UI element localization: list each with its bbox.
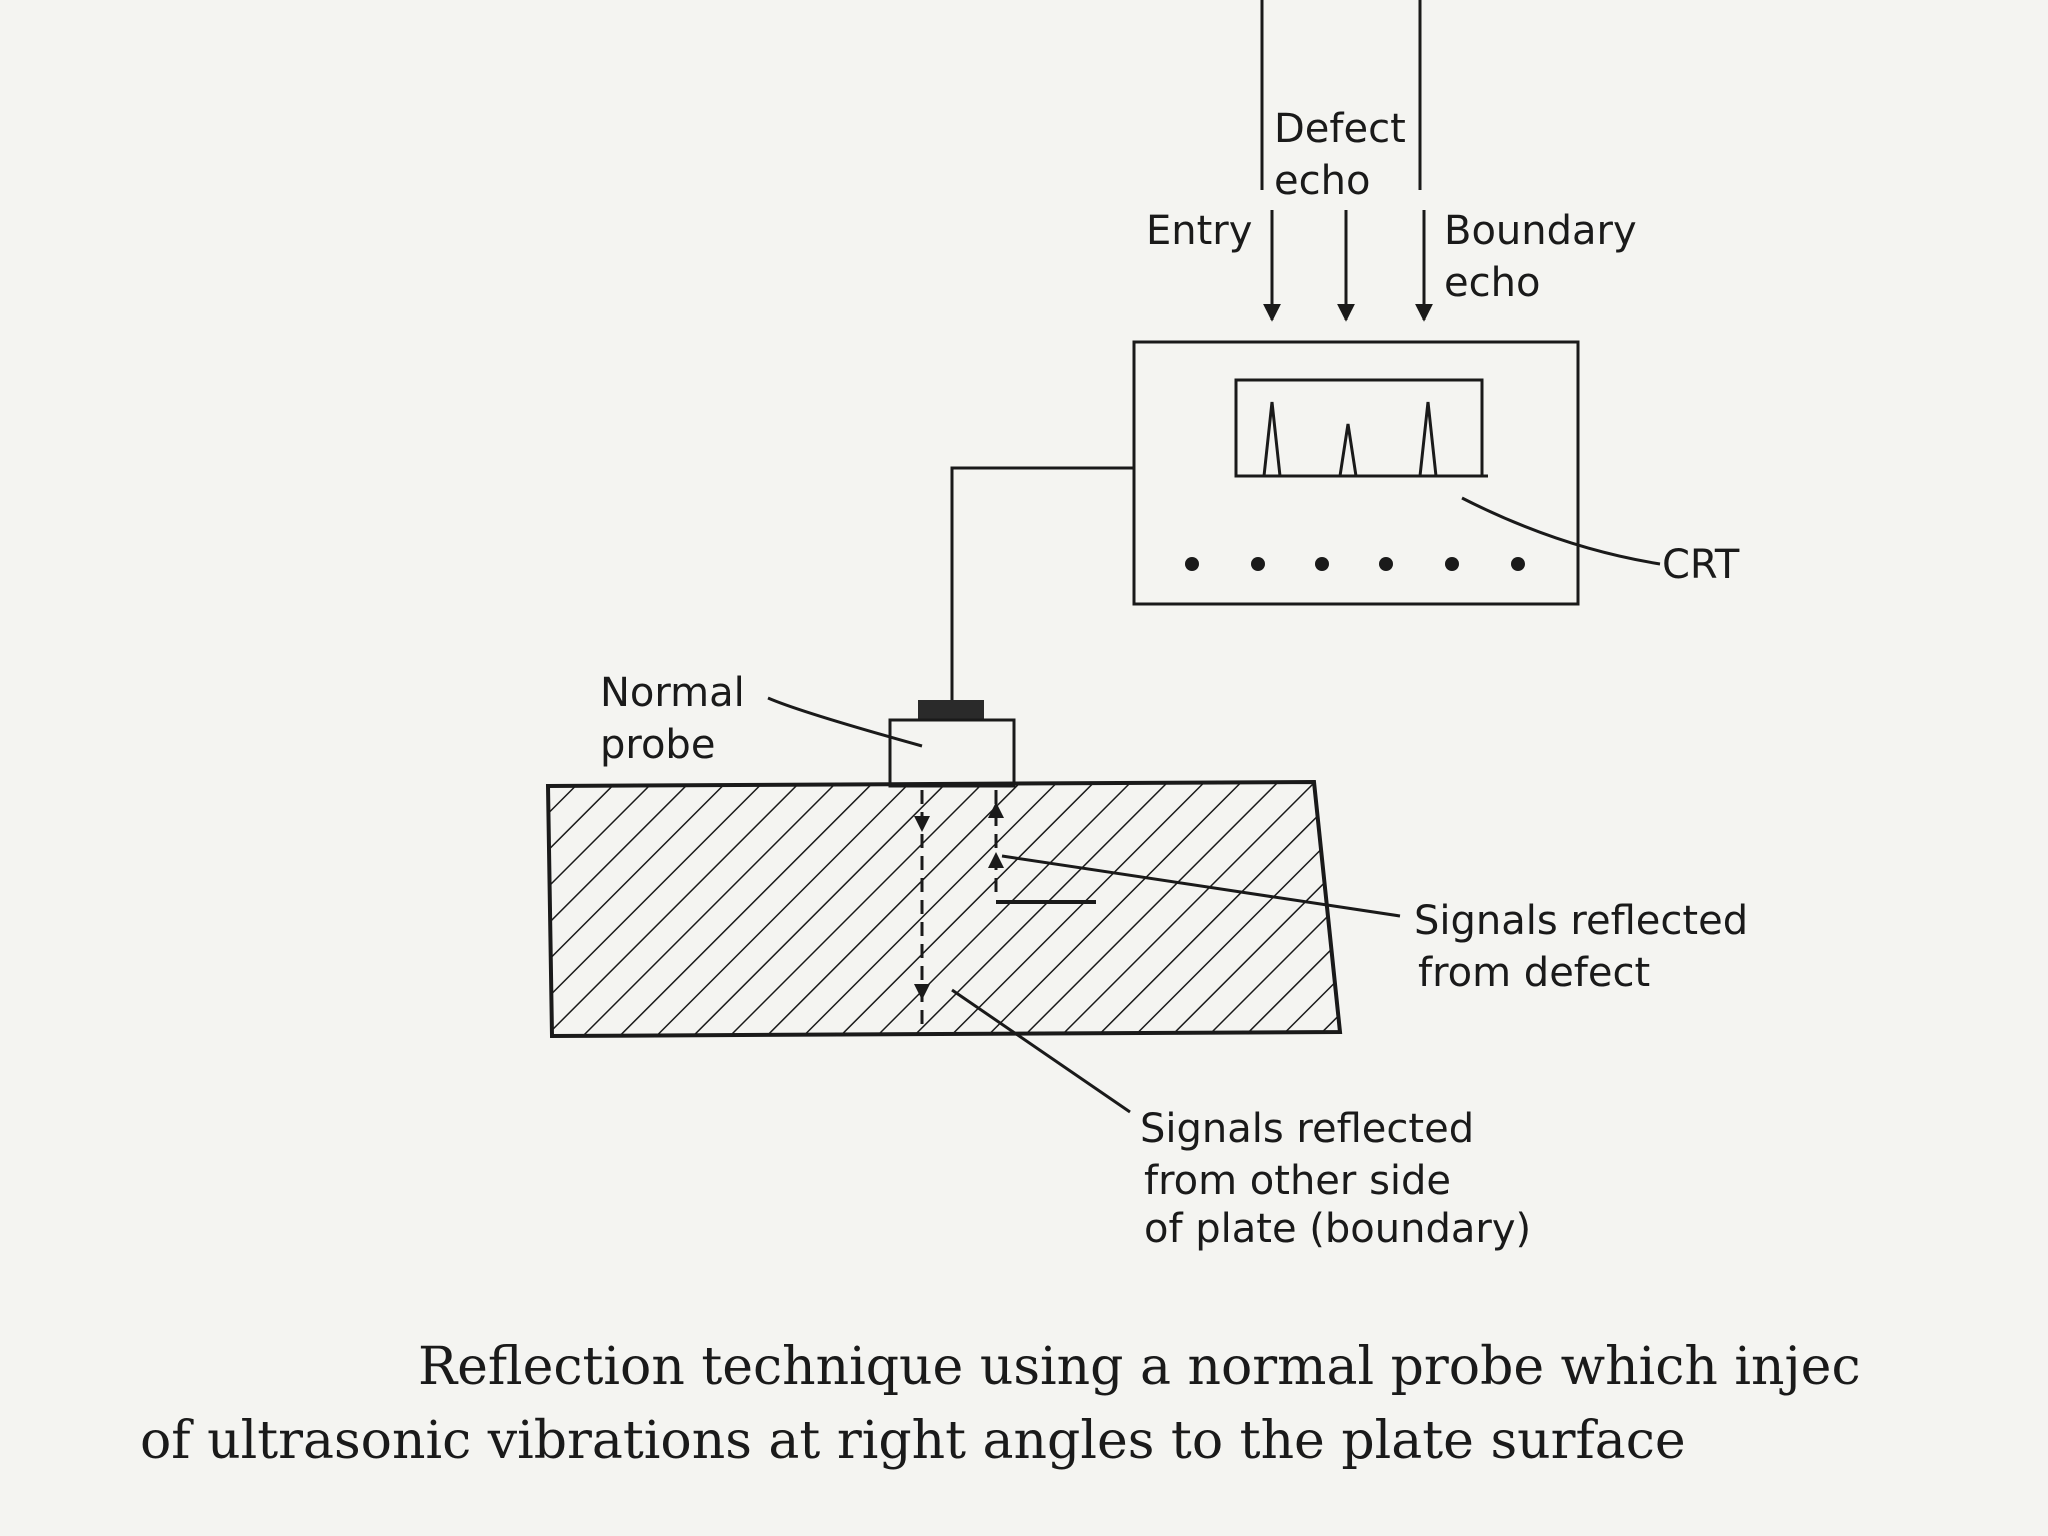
label-boundary-echo-2: echo — [1444, 260, 1540, 306]
label-signals-boundary-2: from other side — [1144, 1158, 1451, 1204]
crt-trace — [1240, 401, 1488, 478]
label-signals-defect-2: from defect — [1418, 950, 1650, 996]
knob-icon — [1251, 557, 1265, 571]
label-normal-probe: Normal — [600, 670, 745, 716]
label-entry: Entry — [1146, 208, 1252, 254]
plate-section — [545, 779, 1343, 1039]
knob-icon — [1445, 557, 1459, 571]
label-signals-boundary: Signals reflected — [1140, 1106, 1474, 1152]
probe-body — [888, 718, 1016, 788]
crt-screen — [1234, 378, 1484, 478]
test-plate — [545, 779, 1343, 1039]
arrow-down-icon — [914, 984, 930, 1000]
caption-line-2: of ultrasonic vibrations at right angles… — [140, 1411, 1686, 1471]
knob-icon — [1511, 557, 1525, 571]
label-signals-boundary-3: of plate (boundary) — [1144, 1206, 1531, 1252]
leader-lines — [767, 496, 1661, 1114]
knob-icon — [1379, 557, 1393, 571]
arrow-down-icon — [914, 816, 930, 832]
instrument-box — [1132, 340, 1580, 606]
label-boundary-echo: Boundary — [1444, 208, 1637, 254]
knob-icon — [1315, 557, 1329, 571]
probe-cable — [950, 466, 1134, 700]
label-normal-probe-2: probe — [600, 722, 715, 768]
probe-connector — [918, 700, 984, 720]
echo-indicator-lines — [1260, 0, 1433, 322]
label-defect-echo-2: echo — [1274, 158, 1370, 204]
label-crt: CRT — [1662, 542, 1740, 588]
crt-instrument — [1132, 340, 1580, 606]
knob-icon — [1185, 557, 1199, 571]
label-defect-echo: Defect — [1274, 106, 1406, 152]
arrow-up-icon — [988, 802, 1004, 818]
label-signals-defect: Signals reflected — [1414, 898, 1748, 944]
caption-line-1: Reflection technique using a normal prob… — [418, 1337, 1861, 1397]
arrow-up-icon — [988, 852, 1004, 868]
